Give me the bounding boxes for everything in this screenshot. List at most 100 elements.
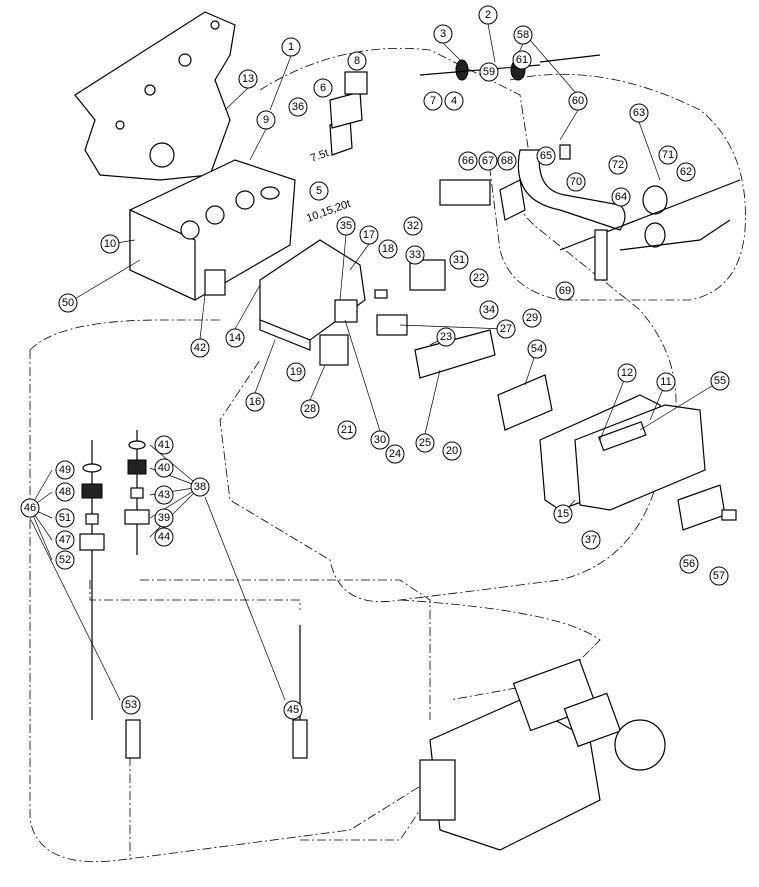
callout-circle xyxy=(497,151,517,171)
callout-70: 70 xyxy=(566,172,586,192)
gland-40 xyxy=(127,459,147,475)
part-32 xyxy=(374,289,388,299)
callout-27: 27 xyxy=(496,319,516,339)
callout-circle xyxy=(154,435,174,455)
plate-hole xyxy=(210,20,220,30)
outline-cable-route-2 xyxy=(129,740,421,860)
callout-label: 47 xyxy=(59,534,71,546)
callout-circle xyxy=(581,530,601,550)
callout-circle xyxy=(403,216,423,236)
callout-label: 6 xyxy=(320,82,326,94)
callout-label: 65 xyxy=(540,150,552,162)
callout-31: 31 xyxy=(449,250,469,270)
callout-20: 20 xyxy=(442,441,462,461)
callout-71: 71 xyxy=(658,145,678,165)
callout-14: 14 xyxy=(225,328,245,348)
callout-label: 44 xyxy=(158,531,170,543)
callout-label: 33 xyxy=(409,249,421,261)
callout-circle xyxy=(190,477,210,497)
callout-label: 70 xyxy=(570,176,582,188)
callout-label: 19 xyxy=(290,366,302,378)
callout-label: 21 xyxy=(341,424,353,436)
oring-41 xyxy=(128,440,146,450)
plate-70 xyxy=(559,144,571,160)
callout-label: 41 xyxy=(158,439,170,451)
callout-label: 71 xyxy=(662,149,674,161)
callout-38: 38 xyxy=(190,477,210,497)
callout-circle xyxy=(479,300,499,320)
callout-circle xyxy=(522,308,542,328)
callout-65: 65 xyxy=(536,146,556,166)
callout-circle xyxy=(553,504,573,524)
callout-7: 7 xyxy=(423,91,443,111)
callout-34: 34 xyxy=(479,300,499,320)
terminal-block-25 xyxy=(414,329,496,379)
callout-circle xyxy=(58,293,78,313)
plate-hole xyxy=(178,53,192,67)
conduit-64 xyxy=(517,149,626,231)
callout-label: 14 xyxy=(229,332,241,344)
callout-50: 50 xyxy=(58,293,78,313)
callout-12: 12 xyxy=(617,363,637,383)
clamp-62 xyxy=(642,185,668,215)
label-56 xyxy=(677,484,726,531)
callout-label: 31 xyxy=(453,254,465,266)
callout-13: 13 xyxy=(238,69,258,89)
callout-circle xyxy=(245,392,265,412)
note-7-5t: 7.5t xyxy=(309,147,330,165)
leader-lines xyxy=(29,23,721,701)
callout-circle xyxy=(608,155,628,175)
callout-circle xyxy=(658,145,678,165)
callout-circle xyxy=(469,268,489,288)
callout-label: 52 xyxy=(59,554,71,566)
callout-label: 8 xyxy=(354,55,360,67)
callout-circle xyxy=(479,62,499,82)
callout-label: 24 xyxy=(389,448,401,460)
callout-label: 46 xyxy=(24,502,36,514)
outline-motor-route xyxy=(399,599,601,701)
contactor-28 xyxy=(319,334,349,366)
callout-label: 40 xyxy=(158,462,170,474)
callout-54: 54 xyxy=(527,339,547,359)
callout-circle xyxy=(55,482,75,502)
callout-53: 53 xyxy=(121,695,141,715)
callout-circle xyxy=(536,146,556,166)
callout-circle xyxy=(527,339,547,359)
callout-label: 39 xyxy=(158,512,170,524)
callout-51: 51 xyxy=(55,508,75,528)
callout-label: 3 xyxy=(440,28,446,40)
callout-label: 63 xyxy=(633,107,645,119)
callout-42: 42 xyxy=(190,338,210,358)
callout-2: 2 xyxy=(478,5,498,25)
callout-44: 44 xyxy=(154,527,174,547)
callout-55: 55 xyxy=(710,371,730,391)
gland-53 xyxy=(125,719,141,759)
callout-label: 12 xyxy=(621,367,633,379)
callout-25: 25 xyxy=(415,433,435,453)
callout-circle xyxy=(568,91,588,111)
callout-circle xyxy=(238,69,258,89)
callout-58: 58 xyxy=(513,25,533,45)
callout-label: 67 xyxy=(482,155,494,167)
callout-circle xyxy=(154,485,174,505)
callout-circle xyxy=(190,338,210,358)
callout-48: 48 xyxy=(55,482,75,502)
callout-40: 40 xyxy=(154,458,174,478)
callout-circle xyxy=(300,399,320,419)
bracket-67-68 xyxy=(439,179,491,206)
callout-label: 22 xyxy=(473,272,485,284)
callout-circle xyxy=(309,181,329,201)
outline-cable-route-1 xyxy=(89,579,431,720)
callout-45: 45 xyxy=(283,700,303,720)
callout-circle xyxy=(449,250,469,270)
label-54 xyxy=(497,374,553,431)
callout-15: 15 xyxy=(553,504,573,524)
callout-circle xyxy=(405,245,425,265)
nut-47 xyxy=(79,533,105,551)
assembly-outlines xyxy=(29,47,746,863)
callout-label: 7 xyxy=(430,95,436,107)
callout-label: 72 xyxy=(612,159,624,171)
callout-circle xyxy=(55,550,75,570)
bracket-69 xyxy=(594,229,608,281)
